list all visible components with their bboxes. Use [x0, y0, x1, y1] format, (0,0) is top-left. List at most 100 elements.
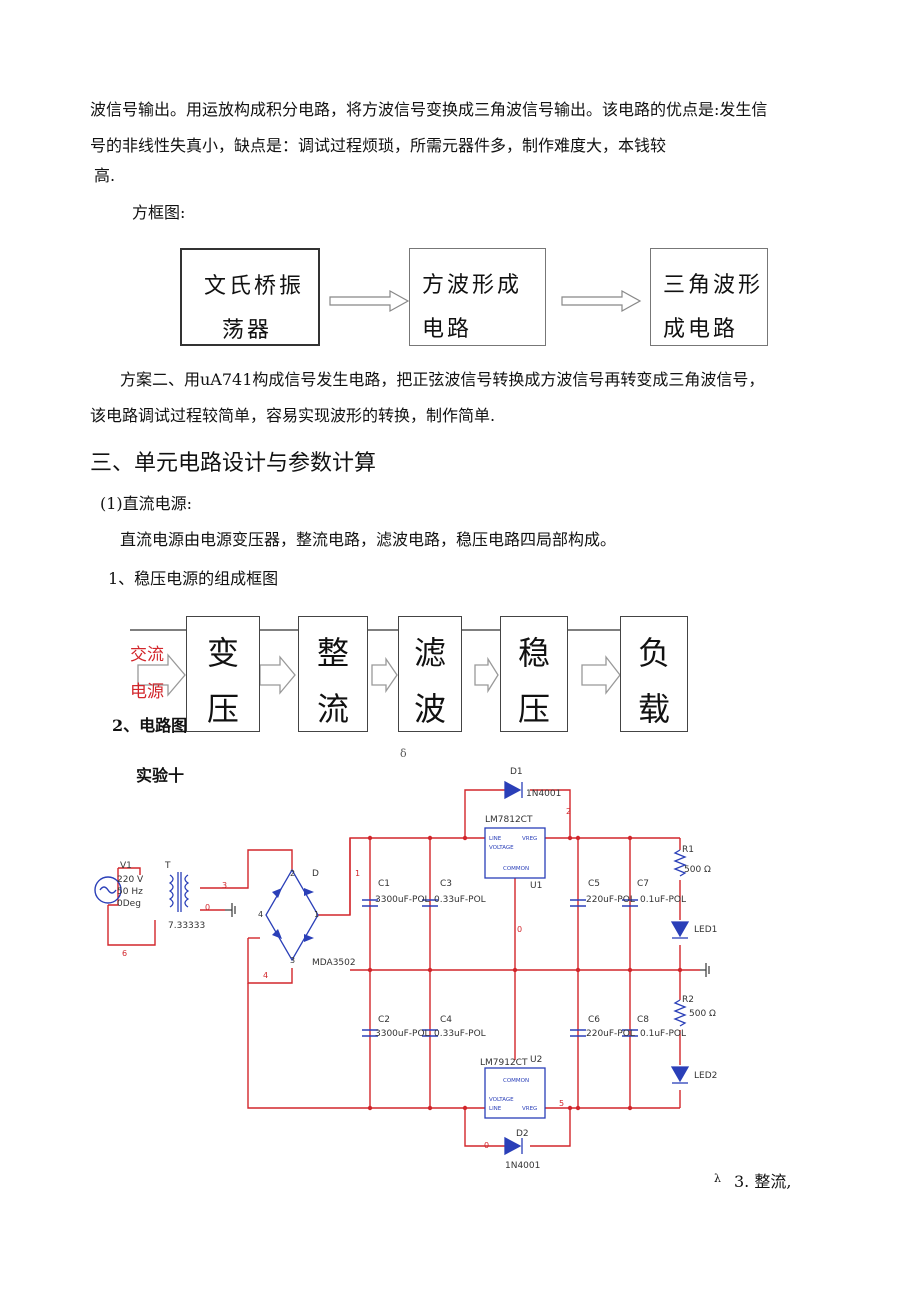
small-mark: δ — [400, 747, 407, 760]
arrow-right-icon — [371, 656, 398, 694]
rectifier-char-2: 流 — [316, 690, 349, 728]
circuit-wires — [107, 789, 700, 1147]
lambda-mark: λ — [714, 1172, 721, 1185]
d1-model: 1N4001 — [526, 789, 561, 799]
u2-label: U2 — [530, 1055, 542, 1065]
filter-char-1: 滤 — [413, 634, 446, 672]
load-block: 负 载 — [620, 616, 688, 732]
input-arrow-icon — [137, 653, 186, 697]
d2-model: 1N4001 — [505, 1161, 540, 1171]
node-5: 5 — [559, 1099, 564, 1108]
triangle-wave-box: 三角波形 成电路 — [650, 248, 768, 346]
c8-label: C8 — [637, 1015, 649, 1025]
plan2-line-1: 方案二、用uA741构成信号发生电路，把正弦波信号转换成方波信号再转变成三角波信… — [120, 370, 765, 389]
diode-icon — [504, 780, 523, 800]
c3-label: C3 — [440, 879, 452, 889]
node-0-bottom: 0 — [484, 1141, 489, 1150]
intro-line-1: 波信号输出。用运放构成积分电路，将方波信号变换成三角波信号输出。该电路的优点是:… — [90, 100, 768, 119]
u2-model: LM7912CT — [480, 1058, 528, 1068]
led-icon — [670, 921, 690, 939]
led-icon — [670, 1066, 690, 1084]
experiment-label: 实验十 — [136, 766, 185, 785]
section-heading: 三、单元电路设计与参数计算 — [90, 451, 377, 476]
regulator-u2 — [484, 1067, 546, 1119]
ground-icon — [225, 903, 236, 917]
c8-value: 0.1uF-POL — [640, 1029, 686, 1039]
u1-label: U1 — [530, 881, 542, 891]
c5-value: 220uF-POL — [586, 895, 635, 905]
filter-block: 滤 波 — [398, 616, 462, 732]
oscillator-box: 文氏桥振 荡器 — [180, 248, 320, 346]
v1-label: V1 — [120, 861, 132, 871]
transformer-label: T — [164, 861, 171, 871]
bridge-diodes — [272, 888, 314, 942]
power-supply-circuit: V1 220 V 50 Hz 0Deg T 7.33333 D MDA3502 … — [94, 767, 717, 1171]
junction-dots — [367, 835, 683, 1111]
r1-value: 500 Ω — [684, 865, 711, 875]
c7-value: 0.1uF-POL — [640, 895, 686, 905]
c7-label: C7 — [637, 879, 649, 889]
plan2-line-2: 该电路调试过程较简单，容易实现波形的转换，制作简单. — [90, 406, 496, 425]
ac-input-label-1: 交流 — [130, 645, 164, 665]
triangle-wave-box-line-2: 成电路 — [663, 317, 739, 342]
ac-input-label-2: 电源 — [130, 682, 164, 702]
u2-pin-line: LINE — [489, 1106, 502, 1112]
c3-value: 0.33uF-POL — [434, 895, 486, 905]
rectifier-char-1: 整 — [316, 634, 349, 672]
arrow-right-icon — [474, 656, 499, 694]
node-6: 6 — [122, 949, 127, 958]
regulator-u1 — [484, 827, 546, 879]
load-char-1: 负 — [637, 634, 670, 672]
node-4: 4 — [263, 971, 268, 980]
c6-label: C6 — [588, 1015, 600, 1025]
regulator-char-2: 压 — [517, 690, 550, 728]
d2-label: D2 — [516, 1129, 529, 1139]
arrow-right-icon — [561, 289, 642, 313]
c1-label: C1 — [378, 879, 390, 889]
v1-voltage: 220 V — [117, 875, 144, 885]
node-0: 0 — [205, 903, 210, 912]
ac-source-icon — [94, 876, 122, 904]
square-wave-box-line-2: 电路 — [422, 317, 473, 342]
capacitor-icons — [362, 899, 638, 1037]
ground-icon — [700, 963, 710, 977]
load-char-2: 载 — [637, 690, 670, 728]
arrow-right-icon — [329, 289, 410, 313]
square-wave-box: 方波形成 电路 — [409, 248, 546, 346]
oscillator-box-line-2: 荡器 — [222, 318, 273, 343]
r2-label: R2 — [682, 995, 694, 1005]
filter-char-2: 波 — [413, 690, 446, 728]
v1-phase: 0Deg — [117, 899, 141, 909]
led1-label: LED1 — [694, 925, 717, 935]
arrow-right-icon — [581, 655, 621, 695]
c6-value: 220uF-POL — [586, 1029, 635, 1039]
v1-frequency: 50 Hz — [117, 887, 143, 897]
bridge-rectifier-icon — [265, 868, 319, 962]
node-2: 2 — [566, 807, 571, 816]
regulator-char-1: 稳 — [517, 634, 550, 672]
r1-label: R1 — [682, 845, 694, 855]
triangle-wave-box-line-1: 三角波形 — [663, 273, 764, 298]
node-1: 1 — [355, 869, 360, 878]
r2-value: 500 Ω — [689, 1009, 716, 1019]
bridge-label: D — [312, 869, 319, 879]
item-1-title: 1、稳压电源的组成框图 — [108, 569, 279, 588]
bridge-pin-3: 3 — [290, 956, 295, 965]
transformer-char-2: 压 — [206, 690, 239, 728]
bridge-pin-1: 1 — [314, 910, 319, 919]
node-0-mid: 0 — [517, 925, 522, 934]
u1-pin-voltage: VOLTAGE — [489, 845, 514, 851]
u2-pin-vreg: VREG — [522, 1106, 537, 1112]
intro-line-3: 高. — [94, 166, 116, 185]
bridge-pin-4: 4 — [258, 910, 263, 919]
c2-value: 3300uF-POL — [375, 1029, 430, 1039]
u2-pin-common: COMMON — [503, 1078, 529, 1084]
regulator-block: 稳 压 — [500, 616, 568, 732]
u1-pin-line: LINE — [489, 836, 502, 842]
resistor-icon — [673, 999, 687, 1027]
led2-label: LED2 — [694, 1071, 717, 1081]
c4-label: C4 — [440, 1015, 452, 1025]
block-diagram-title: 方框图: — [132, 203, 186, 222]
u1-model: LM7812CT — [485, 815, 533, 825]
u1-pin-common: COMMON — [503, 866, 529, 872]
